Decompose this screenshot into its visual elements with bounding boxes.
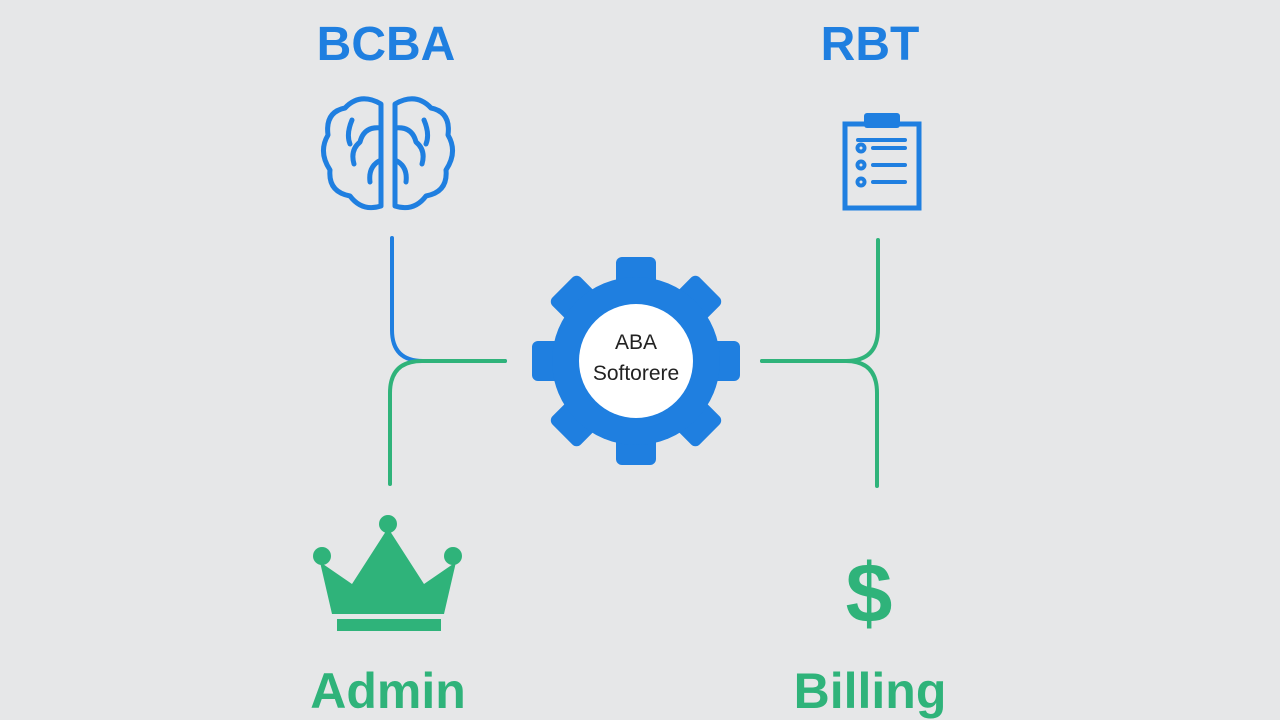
brain-icon [321,96,455,211]
role-label-bcba: BCBA [316,18,456,71]
hub-line-1: ABA [615,331,657,354]
connector-billing [760,359,879,488]
gear-icon: ABA Softorere [532,257,740,465]
connectors [388,236,880,488]
hub-line-2: Softorere [593,362,679,385]
connector-admin [388,359,507,486]
clipboard-icon [842,113,922,211]
role-label-billing: Billing [793,663,947,719]
dollar-icon: $ [846,546,893,640]
role-label-admin: Admin [310,663,466,719]
hub-inner-circle [579,304,693,418]
crown-icon [313,515,462,631]
role-label-rbt: RBT [820,18,920,71]
